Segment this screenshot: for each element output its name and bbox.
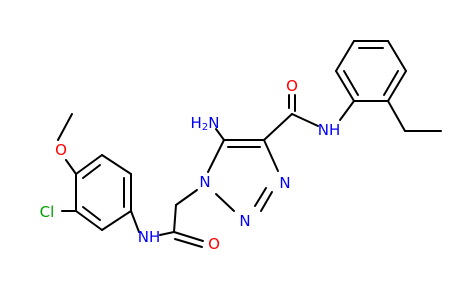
- bond: [335, 70, 355, 102]
- atom-label-amino: H2N: [191, 114, 220, 133]
- bond: [260, 191, 273, 212]
- atom-label-methoxy-o: O: [55, 141, 67, 159]
- bond: [175, 189, 198, 206]
- bond: [75, 210, 103, 231]
- bonds: [57, 40, 442, 248]
- bond: [215, 193, 235, 212]
- bond: [387, 40, 407, 72]
- bond: [263, 113, 293, 141]
- atom-labels: H2N NH O N N N NH O O Cl: [40, 77, 341, 253]
- bond: [173, 231, 204, 242]
- bond: [82, 206, 101, 221]
- bond: [173, 204, 177, 233]
- atom-label-amide-o-bottom: O: [208, 235, 220, 253]
- atom-label-triazole-n3: N: [279, 174, 290, 192]
- bond: [75, 154, 103, 175]
- atom-label-amide-nh-top: NH: [318, 121, 341, 139]
- bond: [101, 210, 132, 231]
- bond: [101, 154, 132, 175]
- bond: [159, 231, 175, 236]
- atom-label-triazole-n2: N: [239, 212, 250, 230]
- atom-label-chloro: Cl: [40, 203, 55, 221]
- bond: [207, 139, 225, 173]
- bond: [174, 238, 203, 248]
- atom-label-triazole-n1: N: [199, 173, 210, 191]
- bond: [57, 113, 73, 141]
- atom-label-amide-o-top: O: [286, 77, 298, 95]
- bond: [383, 70, 399, 96]
- bond: [130, 210, 140, 233]
- bond: [291, 113, 319, 127]
- bond: [82, 164, 101, 179]
- bond: [65, 159, 77, 175]
- bond: [339, 100, 355, 121]
- bond: [387, 70, 407, 102]
- bond: [263, 139, 279, 172]
- atom-label-amide-nh-bottom: NH: [138, 228, 161, 246]
- bond: [343, 70, 359, 96]
- bond: [215, 128, 225, 141]
- bond: [387, 100, 406, 132]
- bond: [254, 187, 267, 207]
- bond: [335, 40, 355, 72]
